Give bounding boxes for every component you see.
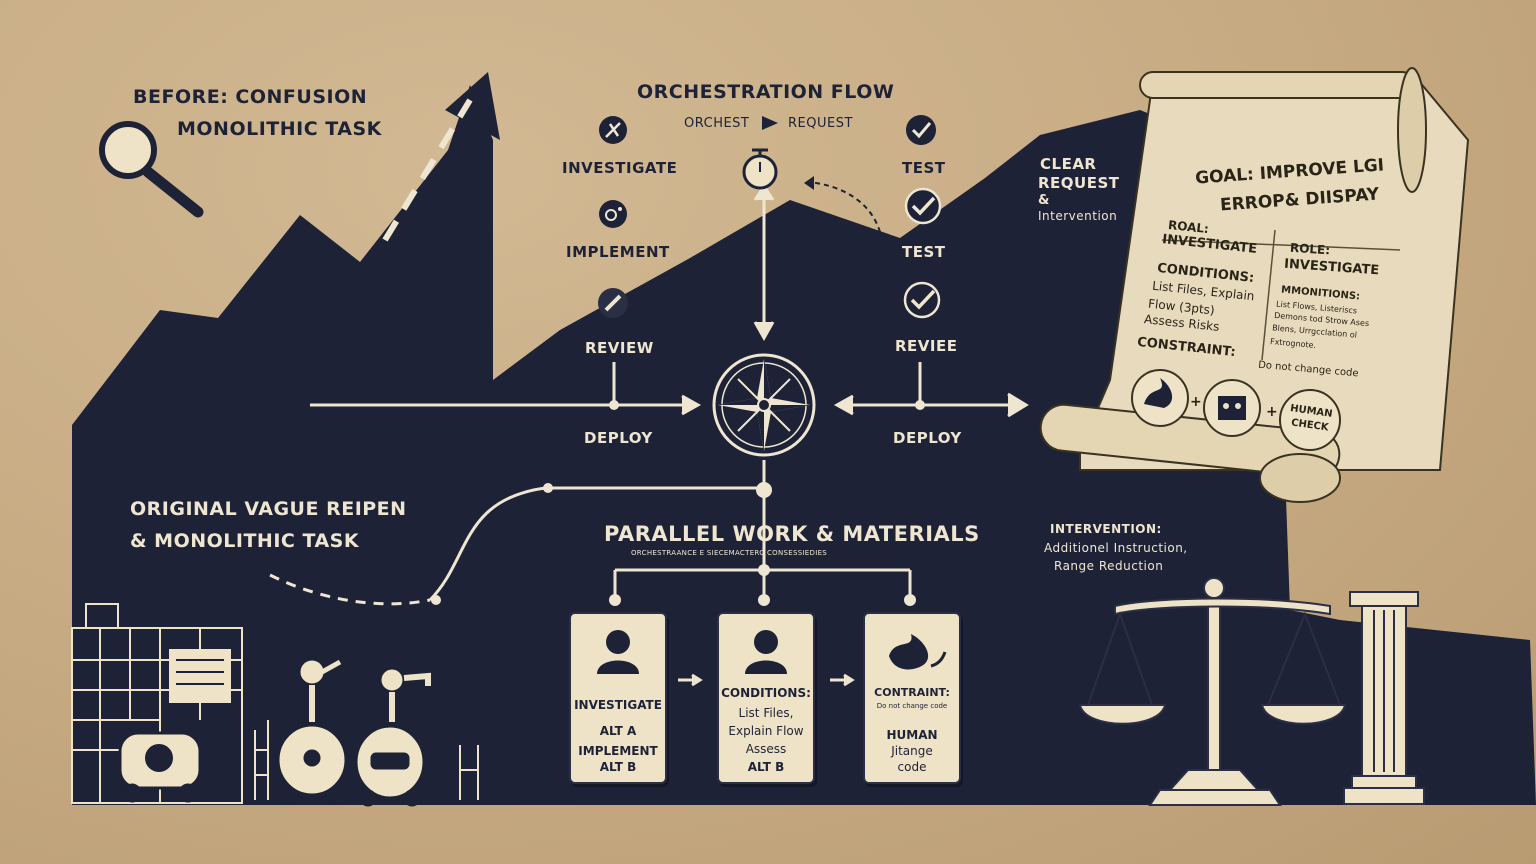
- step-test-2: TEST: [902, 243, 946, 261]
- magnifier-icon: [99, 121, 204, 218]
- user-icon: [597, 630, 639, 674]
- play-triangle-icon: [762, 116, 778, 130]
- original-line1: ORIGINAL VAGUE REIPEN: [130, 498, 407, 520]
- card3-line4: Jitange: [891, 744, 933, 758]
- step-test-1: TEST: [902, 159, 946, 177]
- scroll-plus-2: +: [1266, 404, 1278, 420]
- junction-dot: [609, 400, 619, 410]
- card1-line4: ALT B: [599, 760, 637, 774]
- junction-dot: [758, 564, 770, 576]
- curved-arrow: [807, 181, 881, 233]
- clear-line1: CLEAR: [1040, 155, 1097, 173]
- card3-line5: code: [897, 760, 927, 774]
- scroll-role-label: ROLE:: [1289, 240, 1331, 258]
- step-review: REVIEW: [585, 339, 654, 357]
- junction-dot: [756, 482, 772, 498]
- clear-line2: REQUEST: [1038, 174, 1120, 192]
- robot-icon: [118, 731, 202, 803]
- clear-line3: &: [1038, 193, 1050, 208]
- path-dot: [431, 595, 441, 605]
- card3-line1: CONTRAINT:: [874, 686, 950, 699]
- user-icon: [745, 630, 787, 674]
- card3-line2: Do not change code: [876, 702, 948, 710]
- card2-line1: CONDITIONS:: [721, 686, 811, 700]
- junction-dot: [915, 400, 925, 410]
- card2-line5: ALT B: [747, 760, 785, 774]
- step-investigate: INVESTIGATE: [562, 159, 678, 177]
- work-card-constraint: CONTRAINT: Do not change code HUMAN Jita…: [863, 612, 961, 784]
- step-implement: IMPLEMENT: [566, 243, 670, 261]
- junction-dot: [758, 594, 770, 606]
- implement-icon: [599, 200, 627, 228]
- junction-dot: [609, 594, 621, 606]
- growth-arrow-dash: [382, 98, 473, 242]
- genie-lamp-icon: [889, 634, 947, 670]
- flow-request-label: REQUEST: [788, 116, 853, 131]
- intervention-line2: Range Reduction: [1054, 559, 1164, 573]
- stopwatch-icon: [742, 148, 778, 190]
- parchment-scroll: [1039, 67, 1470, 503]
- card1-line3: IMPLEMENT: [578, 744, 658, 758]
- step-deploy-left: DEPLOY: [584, 429, 653, 447]
- flow-title: ORCHESTRATION FLOW: [637, 81, 895, 103]
- robot-icon: [276, 657, 348, 805]
- intervention-line1: Additionel Instruction,: [1044, 541, 1188, 555]
- before-title: BEFORE: CONFUSION: [133, 86, 368, 108]
- card1-line2: ALT A: [599, 724, 637, 738]
- card2-line4: Assess: [745, 742, 787, 756]
- before-subtitle: MONOLITHIC TASK: [177, 118, 382, 140]
- card2-line3: Explain Flow: [728, 724, 804, 738]
- growth-arrow: [445, 72, 500, 140]
- card2-line2: List Files,: [738, 706, 794, 720]
- check-icon: [906, 115, 936, 145]
- parallel-title: PARALLEL WORK & MATERIALS: [604, 522, 980, 546]
- check-circle-icon: [903, 281, 941, 319]
- parallel-subtitle: ORCHESTRAANCE E SIECEMACTERC CONSESSIEDI…: [631, 549, 828, 557]
- column-icon: [1343, 591, 1425, 805]
- step-deploy-right: DEPLOY: [893, 429, 962, 447]
- step-reviee: REVIEE: [895, 337, 958, 355]
- scales-icon: [1078, 577, 1347, 806]
- check-circle-icon: [904, 187, 942, 225]
- work-card-investigate: INVESTIGATE ALT A IMPLEMENT ALT B: [569, 612, 667, 784]
- clear-line4: Intervention: [1038, 209, 1118, 223]
- investigate-icon: [599, 116, 627, 144]
- path-dot: [543, 483, 553, 493]
- work-card-conditions: CONDITIONS: List Files, Explain Flow Ass…: [717, 612, 815, 784]
- review-icon: [598, 288, 628, 318]
- robot-icon: [354, 666, 431, 807]
- card3-line3: HUMAN: [886, 728, 938, 742]
- intervention-title: INTERVENTION:: [1050, 522, 1162, 536]
- scroll-plus-1: +: [1190, 394, 1202, 410]
- card1-line1: INVESTIGATE: [574, 698, 662, 712]
- original-line2: & MONOLITHIC TASK: [130, 530, 360, 552]
- dashed-path: [269, 573, 431, 606]
- junction-dot: [904, 594, 916, 606]
- flow-orchest-label: ORCHEST: [684, 116, 750, 131]
- compass-icon: [712, 353, 816, 457]
